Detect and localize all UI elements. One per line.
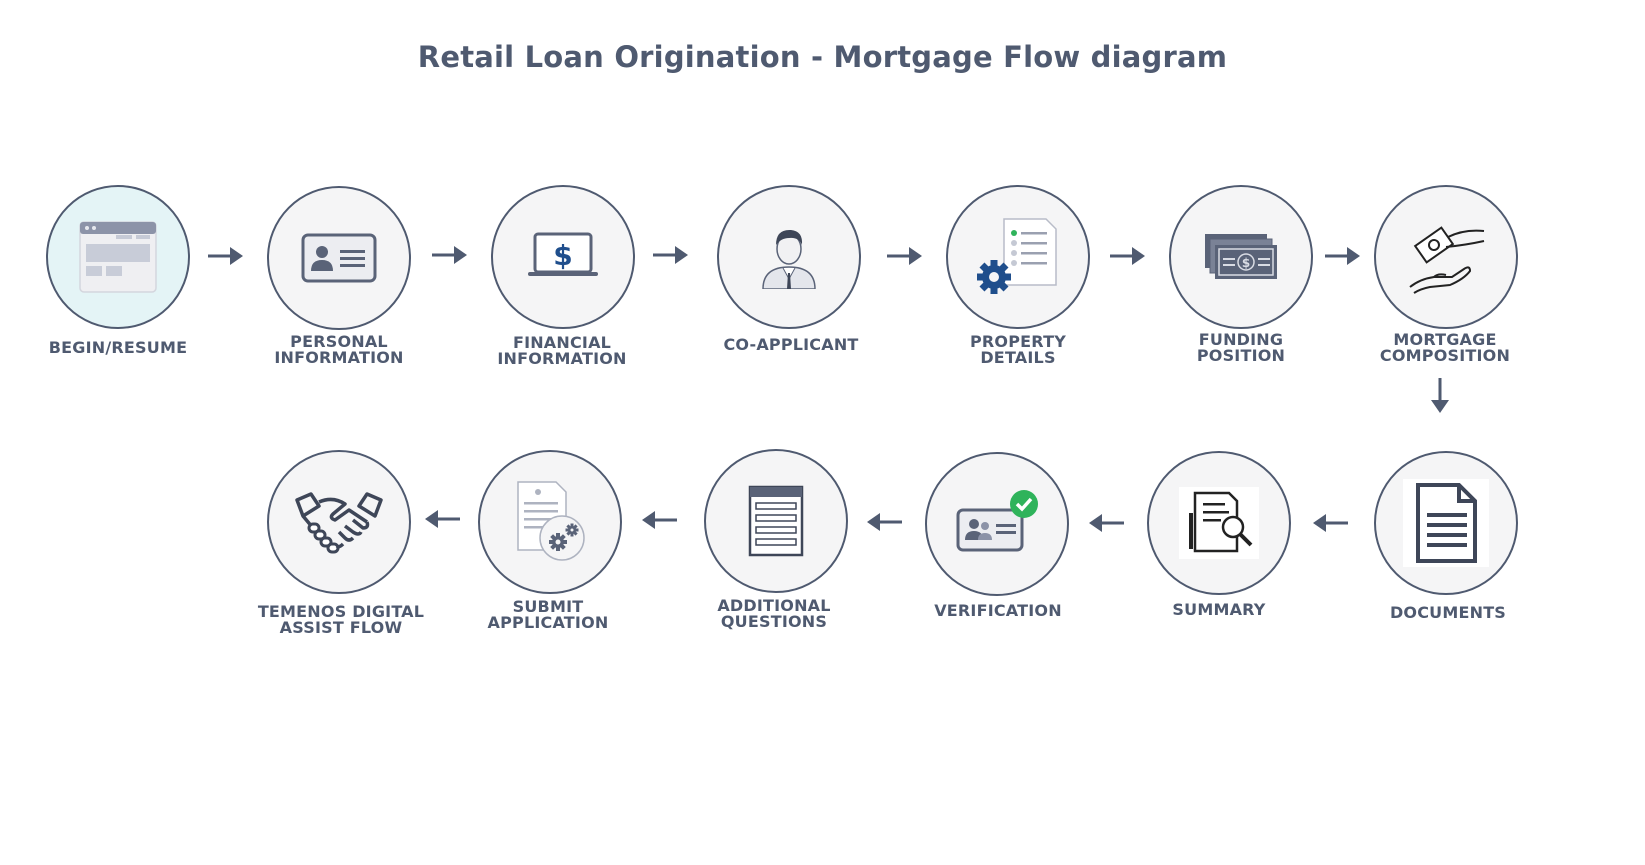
document-icon (1403, 479, 1489, 567)
laptop-dollar-icon: $ (528, 232, 598, 276)
step-label-personal-information: PERSONAL INFORMATION (274, 332, 404, 367)
step-temenos-digital-assist-flow (267, 450, 411, 594)
arrow-right-5 (1110, 247, 1145, 265)
browser-window-icon (79, 221, 157, 293)
step-documents (1374, 451, 1518, 595)
step-begin-resume (46, 185, 190, 329)
step-label-summary: SUMMARY (1172, 600, 1266, 619)
arrow-right-6 (1325, 247, 1360, 265)
hand-money-icon (1409, 226, 1485, 294)
arrow-right-3 (653, 246, 688, 264)
person-icon (762, 229, 816, 289)
step-submit-application (478, 450, 622, 594)
arrow-right-1 (208, 247, 243, 265)
step-additional-questions (704, 449, 848, 593)
step-label-financial-information: FINANCIAL INFORMATION (497, 333, 627, 368)
svg-text:$: $ (553, 239, 572, 272)
step-label-additional-questions: ADDITIONAL QUESTIONS (717, 596, 831, 631)
arrow-left-1 (1313, 514, 1348, 532)
step-property-details (946, 185, 1090, 329)
step-label-documents: DOCUMENTS (1389, 603, 1507, 622)
step-label-submit-application: SUBMIT APPLICATION (487, 597, 609, 632)
arrow-right-4 (887, 247, 922, 265)
step-financial-information: $ (491, 185, 635, 329)
form-list-icon (748, 485, 804, 557)
step-label-begin-resume: BEGIN/RESUME (48, 338, 188, 357)
banknotes-icon: $ (1205, 234, 1277, 279)
arrow-right-2 (432, 246, 467, 264)
step-label-verification: VERIFICATION (934, 601, 1062, 620)
handshake-icon (295, 492, 383, 554)
step-verification (925, 452, 1069, 596)
arrow-left-2 (1089, 514, 1124, 532)
step-mortgage-composition (1374, 185, 1518, 329)
step-label-funding-position: FUNDING POSITION (1196, 330, 1286, 365)
step-personal-information (267, 186, 411, 330)
arrow-down (1431, 378, 1449, 413)
step-label-co-applicant: CO-APPLICANT (723, 335, 859, 354)
step-co-applicant (717, 185, 861, 329)
step-funding-position: $ (1169, 185, 1313, 329)
step-label-property-details: PROPERTY DETAILS (969, 332, 1066, 367)
step-label-mortgage-composition: MORTGAGE COMPOSITION (1379, 330, 1511, 365)
diagram-title: Retail Loan Origination - Mortgage Flow … (417, 40, 1228, 74)
svg-text:$: $ (1242, 256, 1250, 270)
document-magnifier-icon (1179, 487, 1259, 559)
arrow-left-5 (425, 510, 460, 528)
step-label-temenos-digital-assist-flow: TEMENOS DIGITAL ASSIST FLOW (257, 602, 425, 637)
id-card-check-icon (956, 490, 1038, 552)
document-gear-icon (977, 218, 1057, 294)
arrow-left-3 (867, 513, 902, 531)
step-summary (1147, 451, 1291, 595)
document-cogs-icon (517, 481, 585, 561)
arrow-left-4 (642, 511, 677, 529)
id-card-icon (301, 233, 377, 283)
